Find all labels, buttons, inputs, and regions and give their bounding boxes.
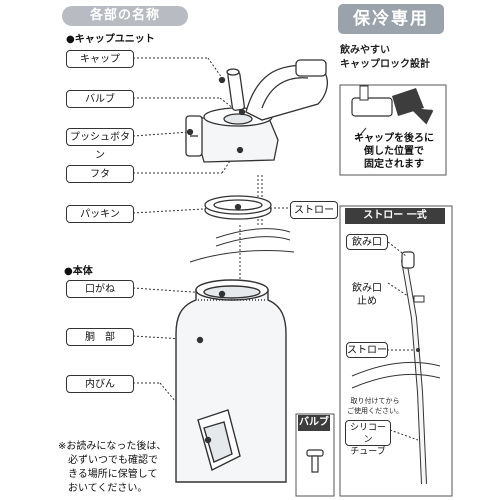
label-straw-set-straw: ストロー [346,342,388,358]
label-mouth: 口がね [66,280,134,298]
footnote-line1: ※お読みになった後は、 [58,441,167,452]
packing-ring [204,195,272,220]
label-inner-bottle: 内びん [66,375,134,393]
straw-set-panel [339,205,453,497]
label-body: 胴 部 [66,328,134,346]
cold-only-badge: 保冷専用 [338,4,444,34]
label-silicone-line2: チューブ [350,447,386,457]
bottle-drawing [175,279,287,483]
straw-segment [189,228,295,263]
label-stopper: 飲み口 止め [347,282,387,308]
cap-lock-callout-line2: 倒した位置で [364,146,424,157]
label-stopper-line2: 止め [357,296,377,307]
label-push-button: プッシュボタン [66,128,134,161]
section-cap-unit: ●キャップユニット [66,34,155,45]
footnote-line3: きる場所に保管して [68,469,158,480]
footnote-line4: おいてください。 [68,483,148,494]
footnote: ※お読みになった後は、 必ずいつでも確認で きる場所に保管して おいてください。 [58,440,188,496]
cap-lock-title: 飲みやすい キャップロック設計 [340,44,450,72]
cap-unit-drawing [185,59,328,163]
label-drinking-mouth: 飲み口 [346,234,388,250]
attach-note-line2: ご使用ください。 [347,407,403,415]
cap-lock-title-line2: キャップロック設計 [340,59,430,70]
attach-note-line1: 取り付けてから [350,397,400,405]
cap-lock-callout-line3: 固定されます [364,159,424,170]
cap-lock-title-line1: 飲みやすい [340,45,390,56]
label-silicone-line1: シリコーン [349,423,386,445]
footnote-line2: 必ずいつでも確認で [68,455,158,466]
cap-lock-callout-line1: キャップを後ろに [354,133,434,144]
label-valve: バルブ [66,90,134,108]
label-lid: フタ [66,165,134,183]
label-silicone-tube: シリコーン チューブ [345,420,391,457]
cap-lock-inset [339,84,447,176]
valve-part-title: バルブ [298,415,330,431]
section-body: ●本体 [64,266,93,277]
page-title: 各部の名称 [62,6,188,26]
cap-lock-callout: キャップを後ろに 倒した位置で 固定されます [344,132,444,171]
label-cap: キャップ [66,50,134,68]
label-packing: パッキン [66,205,134,223]
label-stopper-line1: 飲み口 [352,283,382,294]
attach-note: 取り付けてから ご使用ください。 [345,396,405,416]
label-straw: ストロー [290,201,338,219]
straw-set-title: ストロー 一式 [345,208,445,224]
